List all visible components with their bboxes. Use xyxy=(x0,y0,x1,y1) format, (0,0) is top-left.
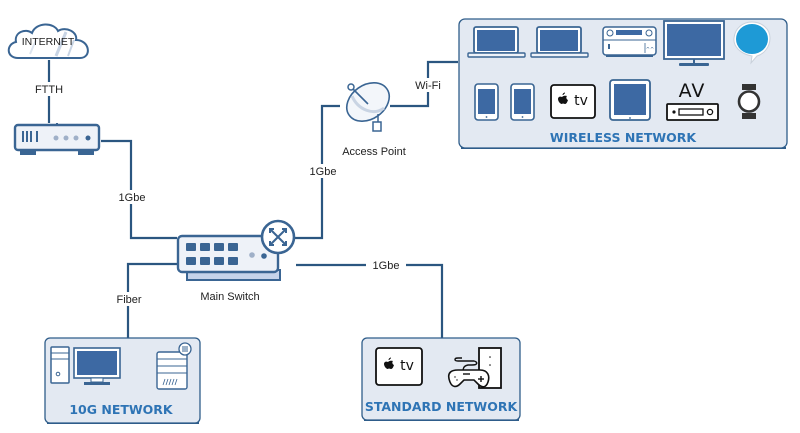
wire-modem-switch xyxy=(101,139,177,240)
tablet-icon xyxy=(609,79,651,121)
laptop-icon xyxy=(467,26,526,58)
wire-switch-10g xyxy=(126,262,177,338)
access-point-node[interactable]: Access Point xyxy=(339,75,406,158)
link-label-switch-ap: 1Gbe xyxy=(310,166,337,178)
standard-network-title: STANDARD NETWORK xyxy=(365,399,519,414)
main-switch-node[interactable]: Main Switch xyxy=(176,219,296,303)
link-label-ftth: FTTH xyxy=(35,84,63,96)
internet-node[interactable]: INTERNET xyxy=(7,23,89,59)
wire-switch-standard xyxy=(296,263,444,338)
apple-tv-label: tv xyxy=(400,358,414,374)
network-switch-icon xyxy=(176,219,296,281)
ten-g-network-group[interactable]: 10G NETWORK xyxy=(44,337,201,424)
standard-network-group[interactable]: tv STANDARD NETWORK xyxy=(361,337,521,421)
monitor-icon xyxy=(73,347,121,385)
apple-tv-icon: tv xyxy=(550,84,596,119)
av-receiver-box-icon: AV xyxy=(666,80,719,121)
main-switch-label: Main Switch xyxy=(200,291,259,303)
laptop-icon xyxy=(530,26,589,58)
link-label-modem-switch: 1Gbe xyxy=(119,192,146,204)
link-labels: FTTH 1Gbe 1Gbe Wi-Fi Fiber 1Gbe xyxy=(30,78,444,306)
apple-tv-label: tv xyxy=(574,93,588,109)
link-label-fiber: Fiber xyxy=(116,294,141,306)
tv-monitor-icon xyxy=(663,20,725,66)
desktop-tower-icon xyxy=(50,346,70,384)
modem-node[interactable] xyxy=(13,123,101,155)
av-receiver-icon: ^^ xyxy=(602,26,657,57)
alexa-speaker-icon xyxy=(733,21,771,65)
satellite-dish-icon xyxy=(345,82,391,132)
phone-icon xyxy=(510,83,535,121)
modem-icon xyxy=(13,123,101,155)
cloud-icon xyxy=(7,23,89,59)
link-label-wifi: Wi-Fi xyxy=(415,80,441,92)
access-point-label: Access Point xyxy=(342,146,406,158)
wireless-network-group[interactable]: ^^ tv xyxy=(458,18,788,149)
av-label: AV xyxy=(679,80,706,102)
ten-g-network-title: 10G NETWORK xyxy=(69,402,174,417)
game-console-icon xyxy=(447,347,502,389)
smartwatch-icon xyxy=(737,84,761,119)
link-label-switch-standard: 1Gbe xyxy=(373,260,400,272)
apple-tv-icon: tv xyxy=(375,347,423,386)
phone-icon xyxy=(474,83,499,121)
wireless-network-title: WIRELESS NETWORK xyxy=(550,130,697,145)
svg-text:^^: ^^ xyxy=(646,47,654,53)
internet-label: INTERNET xyxy=(22,36,75,48)
nas-server-icon xyxy=(156,342,192,390)
